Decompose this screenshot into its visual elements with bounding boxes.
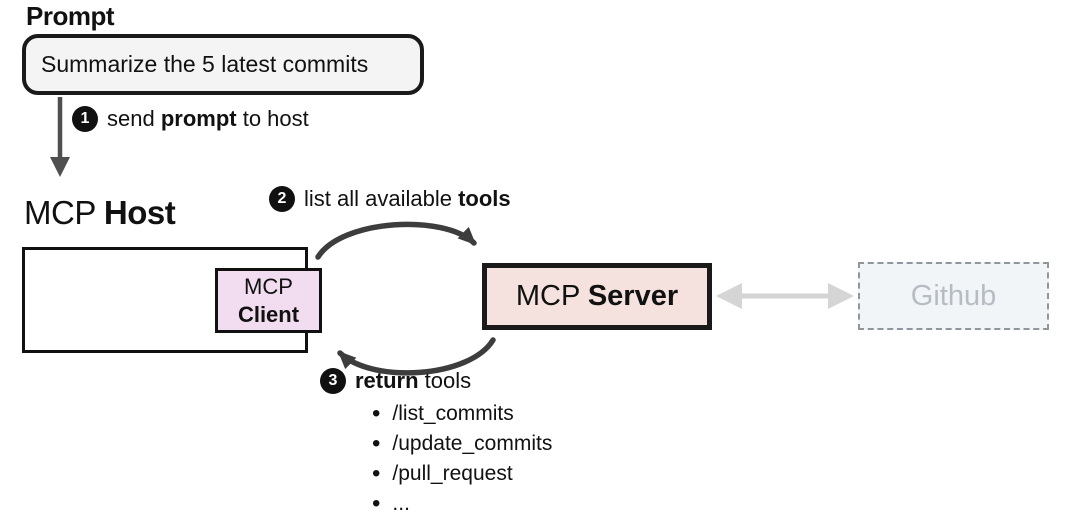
step-3-text: return tools bbox=[355, 368, 472, 393]
github-box: Github bbox=[858, 262, 1049, 330]
step-3-label: 3 return tools bbox=[320, 368, 471, 394]
tool-label: ... bbox=[392, 492, 410, 515]
tool-item: • ... bbox=[372, 489, 552, 518]
server-github-arrow bbox=[716, 283, 854, 309]
client-to-server-arc bbox=[315, 221, 477, 260]
step-1-text: send prompt to host bbox=[107, 106, 309, 131]
mcp-client-box: MCP Client bbox=[215, 268, 322, 333]
prompt-to-host-arrow bbox=[50, 97, 70, 177]
step-1-label: 1 send prompt to host bbox=[72, 106, 309, 132]
bullet-icon: • bbox=[372, 430, 381, 457]
step-2-label: 2 list all available tools bbox=[269, 186, 511, 212]
tool-label: /update_commits bbox=[392, 432, 553, 455]
bullet-icon: • bbox=[372, 490, 381, 517]
tool-item: • /pull_request bbox=[372, 459, 552, 489]
prompt-title: Prompt bbox=[26, 1, 115, 31]
mcp-host-label: MCP Host bbox=[24, 194, 176, 231]
mcp-client-line2: Client bbox=[237, 301, 300, 327]
mcp-server-box: MCP Server bbox=[482, 263, 712, 330]
tool-item: • /update_commits bbox=[372, 429, 552, 459]
tool-label: /list_commits bbox=[392, 402, 514, 425]
tool-label: /pull_request bbox=[392, 462, 513, 485]
step-1-badge: 1 bbox=[72, 106, 98, 132]
step-2-badge: 2 bbox=[269, 186, 295, 212]
step-3-badge: 3 bbox=[320, 368, 346, 394]
tool-item: • /list_commits bbox=[372, 399, 552, 429]
github-label: Github bbox=[910, 279, 997, 312]
tools-list: • /list_commits • /update_commits • /pul… bbox=[372, 399, 552, 518]
bullet-icon: • bbox=[372, 460, 381, 487]
mcp-client-line1: MCP bbox=[244, 273, 293, 299]
bullet-icon: • bbox=[372, 400, 381, 427]
prompt-bubble: Summarize the 5 latest commits bbox=[22, 34, 424, 95]
prompt-bubble-text: Summarize the 5 latest commits bbox=[41, 51, 369, 77]
step-2-text: list all available tools bbox=[304, 186, 511, 211]
